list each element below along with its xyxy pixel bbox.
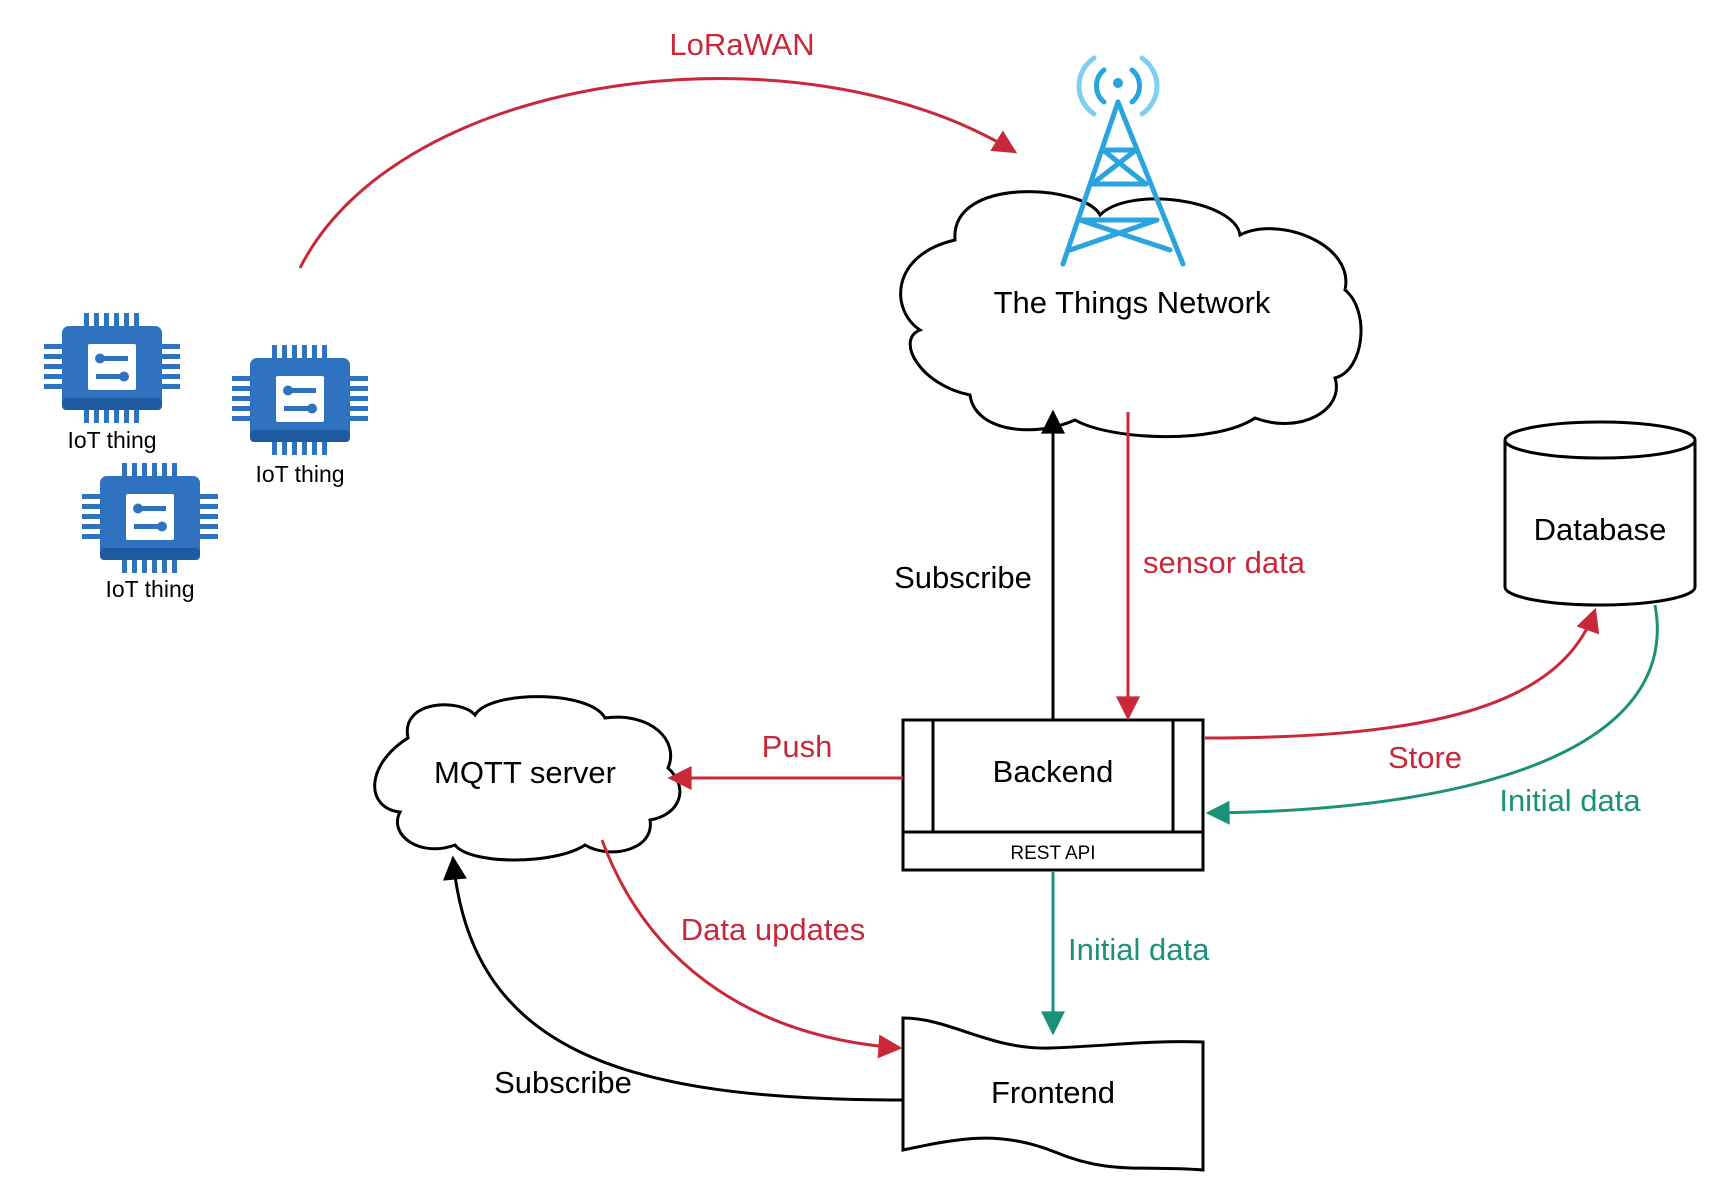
initial-data-db-label: Initial data — [1499, 783, 1641, 818]
iot-thing-label: IoT thing — [105, 576, 194, 602]
iot-thing-1: IoT thing — [44, 313, 180, 453]
mqtt-label: MQTT server — [434, 755, 616, 790]
store-arrow — [1204, 607, 1600, 740]
iot-thing-label: IoT thing — [67, 427, 156, 453]
radio-tower-icon — [1060, 55, 1186, 267]
database-top — [1503, 420, 1697, 460]
lorawan-arrow — [298, 77, 1018, 269]
microchip-icon — [232, 345, 368, 455]
data-updates-arrow — [600, 839, 903, 1059]
microchip-icon — [44, 313, 180, 423]
subscribe-mqtt-label: Subscribe — [494, 1065, 632, 1100]
database-body — [1503, 440, 1697, 607]
mqtt-cloud — [373, 695, 682, 862]
ttn-cloud — [899, 190, 1363, 439]
frontend-node: Frontend — [901, 1016, 1205, 1172]
rest-api-label: REST API — [1010, 843, 1095, 864]
database-label: Database — [1534, 512, 1667, 547]
database-node: Database — [1503, 420, 1697, 607]
ttn-node: The Things Network — [899, 55, 1363, 439]
subscribe-ttn-label: Subscribe — [894, 560, 1032, 595]
microchip-icon — [82, 463, 218, 573]
store-label: Store — [1388, 740, 1462, 775]
mqtt-node: MQTT server — [373, 695, 682, 862]
sensor-data-label: sensor data — [1143, 545, 1306, 580]
initial-data-db-arrow — [1205, 604, 1659, 825]
iot-thing-label: IoT thing — [255, 461, 344, 487]
iot-thing-3: IoT thing — [82, 463, 218, 602]
ttn-label: The Things Network — [994, 285, 1271, 320]
backend-box — [901, 718, 1205, 872]
frontend-label: Frontend — [991, 1075, 1115, 1110]
initial-data-frontend-label: Initial data — [1068, 932, 1210, 967]
frontend-document — [901, 1016, 1205, 1172]
iot-thing-2: IoT thing — [232, 345, 368, 487]
subscribe-mqtt-arrow — [442, 855, 903, 1102]
backend-label: Backend — [993, 754, 1114, 789]
push-label: Push — [762, 729, 833, 764]
backend-node: Backend REST API — [901, 718, 1205, 872]
data-updates-label: Data updates — [681, 912, 865, 947]
lorawan-label: LoRaWAN — [669, 27, 814, 62]
